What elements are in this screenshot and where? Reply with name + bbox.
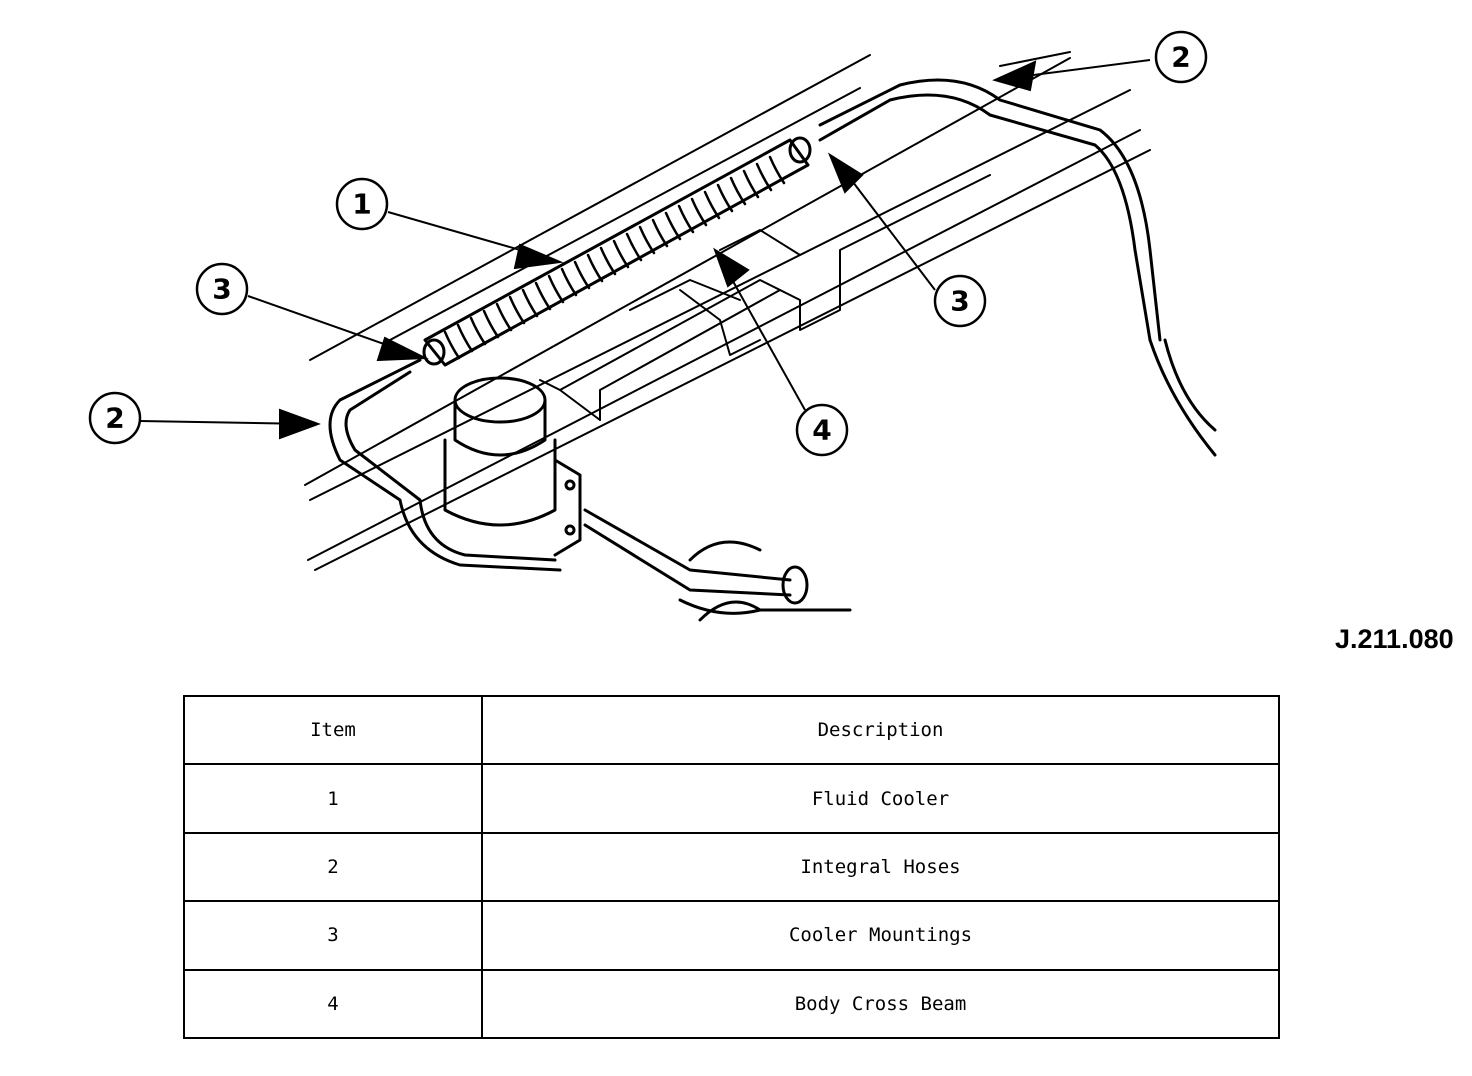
callout-label-4: 4 (812, 414, 831, 447)
description-cell: Cooler Mountings (481, 900, 1280, 971)
callout-label-1: 1 (352, 188, 371, 221)
item-cell: 2 (183, 831, 483, 903)
description-cell: Integral Hoses (481, 831, 1280, 903)
callout-label-3-right: 3 (950, 285, 969, 318)
header-description: Description (481, 694, 1280, 766)
callout-circle-4 (795, 403, 849, 457)
callout-label-3-left: 3 (212, 273, 231, 306)
item-cell: 1 (183, 763, 483, 834)
callout-circle-3-left (195, 262, 249, 316)
table-row: 1 Fluid Cooler (183, 763, 1280, 834)
legend-table: Item Description 1 Fluid Cooler 2 Integr… (183, 694, 1280, 1040)
reservoir-assembly (443, 376, 852, 622)
item-cell: 4 (183, 968, 483, 1040)
table-row: 3 Cooler Mountings (183, 900, 1280, 971)
callout-label-2-left: 2 (105, 402, 124, 435)
body-cross-beam (304, 51, 1151, 571)
legend-header-row: Item Description (183, 694, 1280, 766)
fluid-cooler (422, 136, 812, 367)
callout-circle-1 (335, 177, 389, 231)
description-cell: Body Cross Beam (481, 968, 1280, 1040)
table-row: 4 Body Cross Beam (183, 968, 1280, 1040)
callout-label-2-right: 2 (1171, 41, 1190, 74)
callout-circle-2-right (1154, 30, 1208, 84)
description-cell: Fluid Cooler (481, 763, 1280, 834)
callout-circle-3-right (933, 274, 987, 328)
item-cell: 3 (183, 900, 483, 971)
integral-hoses (328, 78, 1217, 572)
table-row: 2 Integral Hoses (183, 831, 1280, 903)
cooler-installation-illustration: 1 2 2 3 3 4 (88, 30, 1217, 622)
header-item: Item (183, 694, 483, 766)
callout-circle-2-left (88, 391, 142, 445)
figure-reference: J.211.080 (1335, 624, 1454, 654)
